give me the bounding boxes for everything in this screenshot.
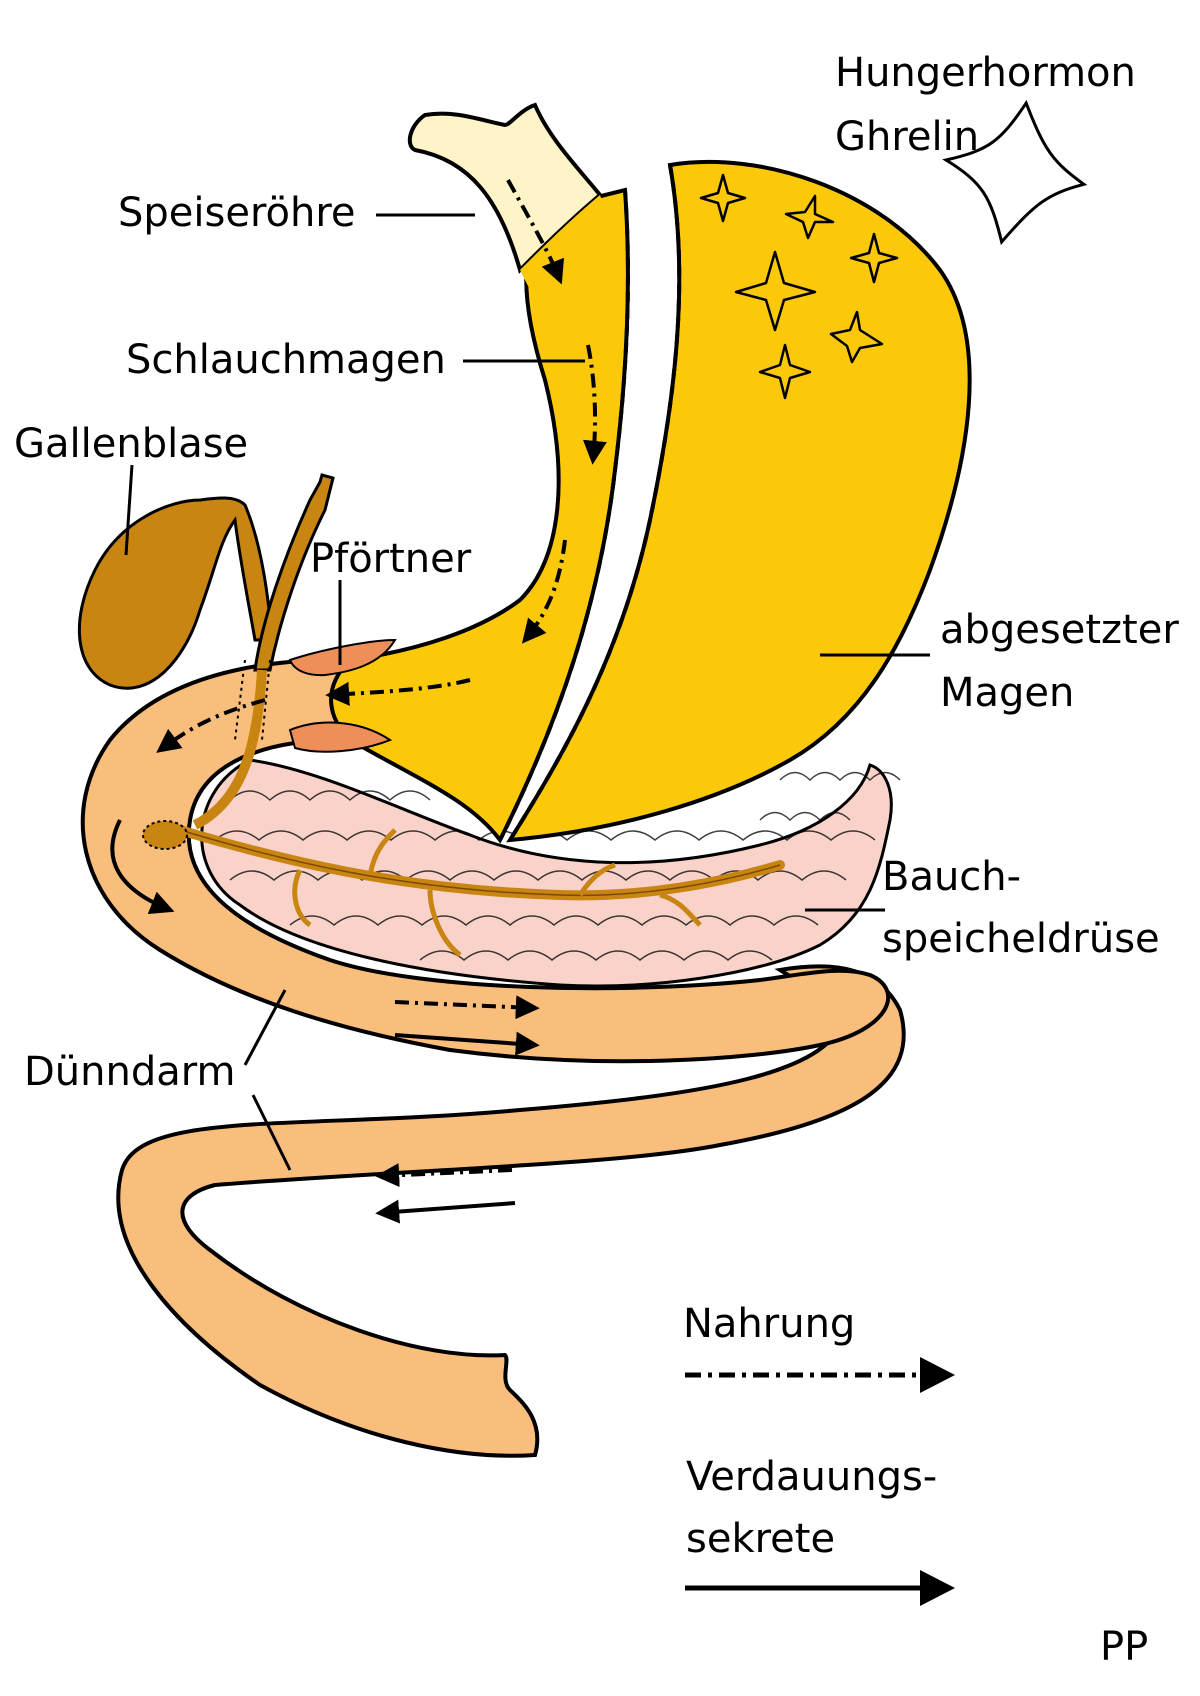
food-arrow-pylorus xyxy=(325,678,471,706)
removed-stomach-staple-line xyxy=(508,164,682,842)
ghrelin-star-icon xyxy=(734,250,817,332)
pancreas-lobules xyxy=(214,771,901,961)
secretion-arrow-intestine-right xyxy=(394,1031,540,1056)
secretion-arrow-intestine-left xyxy=(375,1199,516,1224)
ghrelin-star-icon xyxy=(699,173,747,223)
legend-nahrung-arrowhead xyxy=(920,1357,955,1393)
bile-duct xyxy=(253,473,335,672)
esophagus xyxy=(407,102,603,274)
legend-verdauung-label-2: sekrete xyxy=(686,1516,835,1562)
label-speiseroehre: Speiseröhre xyxy=(118,190,356,236)
label-bauch: Bauch- xyxy=(882,854,1021,900)
food-arrow-intestine-right xyxy=(394,995,540,1020)
small-intestine-lower-loop xyxy=(116,964,906,1458)
pancreatic-duct-outline xyxy=(179,829,781,897)
label-hungerhormon: Hungerhormon xyxy=(835,50,1136,96)
common-bile-duct xyxy=(192,669,267,830)
label-magen: Magen xyxy=(940,670,1074,716)
ghrelin-legend-star-icon xyxy=(942,99,1088,246)
sleeve-staple-line xyxy=(498,189,630,841)
leader-lines xyxy=(124,213,930,1171)
legend-verdauung-label-1: Verdauungs- xyxy=(686,1454,937,1500)
food-arrow-intestine-left xyxy=(375,1163,513,1188)
legend: Nahrung Verdauungs- sekrete xyxy=(683,1301,955,1606)
food-arrow-sleeve-2 xyxy=(521,539,567,644)
label-speicheldruese: speicheldrüse xyxy=(882,916,1160,962)
label-ghrelin: Ghrelin xyxy=(835,114,979,160)
label-gallenblase: Gallenblase xyxy=(14,421,248,467)
label-abgesetzter: abgesetzter xyxy=(940,607,1179,653)
ghrelin-stars xyxy=(699,173,899,400)
legend-nahrung-label: Nahrung xyxy=(683,1301,855,1347)
secretion-arrow-duodenum xyxy=(110,819,175,915)
pylorus-lower xyxy=(288,721,393,753)
label-pfoertner: Pförtner xyxy=(310,536,472,582)
signature: PP xyxy=(1100,1624,1148,1670)
label-duenndarm: Dünndarm xyxy=(24,1049,235,1095)
ghrelin-star-icon xyxy=(758,343,812,400)
food-arrow-esophagus xyxy=(506,179,565,285)
ghrelin-star-icon xyxy=(829,310,884,364)
ghrelin-star-icon xyxy=(784,194,835,240)
secretion-arrows xyxy=(110,819,540,1224)
gallbladder xyxy=(77,496,274,690)
ghrelin-star-icon xyxy=(849,232,899,284)
food-arrow-sleeve-1 xyxy=(582,344,607,465)
duct-branches xyxy=(292,828,702,957)
legend-secretion-arrowhead xyxy=(920,1570,955,1606)
duodenum-c-loop xyxy=(80,657,890,1064)
food-flow-arrows xyxy=(156,179,607,1188)
food-arrow-duodenum xyxy=(156,698,266,753)
pancreas xyxy=(200,758,893,988)
pylorus-upper xyxy=(288,638,397,677)
label-schlauchmagen: Schlauchmagen xyxy=(126,337,446,383)
papilla xyxy=(142,820,188,850)
